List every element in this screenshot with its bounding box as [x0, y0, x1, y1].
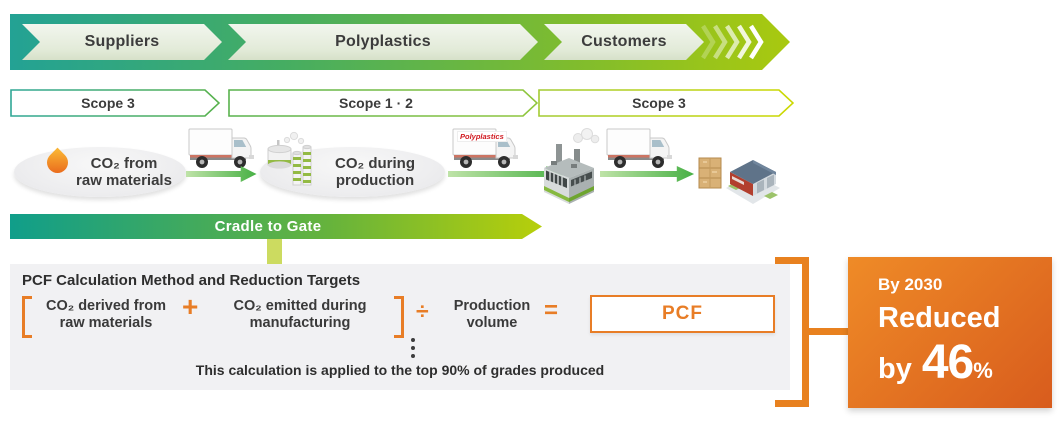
- emission-label-raw-materials: CO₂ from raw materials: [68, 155, 180, 190]
- formula-divide-operator: ÷: [416, 298, 429, 324]
- flow-arrow-icon: [600, 166, 695, 182]
- target-prefix: by: [878, 353, 912, 386]
- scope-arrow-label: Scope 3: [632, 95, 686, 111]
- formula-term-line: raw materials: [59, 315, 153, 332]
- scope-arrow-customers: Scope 3: [538, 89, 795, 117]
- reduction-target-card: By 2030 Reduced by 46 %: [848, 257, 1052, 408]
- formula-ellipsis: [411, 338, 415, 358]
- target-timeframe: By 2030: [878, 275, 943, 294]
- top-flow-banner: Suppliers Polyplastics Customers: [10, 14, 790, 70]
- pcf-result-box: PCF: [590, 295, 775, 333]
- target-bracket-bottom: [775, 400, 809, 407]
- formula-equals-operator: =: [544, 297, 559, 324]
- production-plant-icon: [267, 131, 312, 186]
- warehouse-icon: [726, 160, 780, 204]
- stage-arrow-polyplastics: Polyplastics: [228, 24, 538, 60]
- formula-term-line: Production: [453, 298, 531, 314]
- emission-line: CO₂ during: [335, 155, 415, 172]
- formula-term-line: CO₂ derived from: [45, 298, 167, 314]
- cradle-to-gate-banner: Cradle to Gate: [10, 214, 542, 239]
- flow-arrow-icon: [448, 166, 566, 182]
- formula-term-raw-materials: CO₂ derived from raw materials: [32, 298, 180, 333]
- stage-arrow-customers: Customers: [544, 24, 704, 60]
- formula-term-production-volume: Production volume: [440, 298, 544, 333]
- emission-label-production: CO₂ during production: [316, 155, 434, 190]
- outbound-truck-icon: [606, 126, 674, 170]
- target-bracket-vertical: [802, 257, 809, 407]
- formula-bracket-close: [394, 296, 404, 338]
- formula-term-line: CO₂ emitted during: [233, 298, 367, 314]
- scope-arrow-polyplastics: Scope 1 · 2: [228, 89, 539, 117]
- pcf-panel-title: PCF Calculation Method and Reduction Tar…: [22, 272, 361, 289]
- cradle-connector: [267, 239, 282, 265]
- formula-term-line: volume: [466, 315, 518, 332]
- scope-arrow-label: Scope 3: [81, 95, 135, 111]
- formula-term-manufacturing: CO₂ emitted during manufacturing: [208, 298, 392, 333]
- emission-line: raw materials: [76, 172, 172, 190]
- target-value-line: by 46 %: [878, 335, 1052, 390]
- target-bracket-top: [775, 257, 809, 264]
- emission-line: production: [335, 172, 415, 190]
- stage-arrow-suppliers: Suppliers: [22, 24, 222, 60]
- pallet-icon: [698, 157, 722, 189]
- target-action: Reduced: [878, 302, 1001, 334]
- factory-icon: [544, 128, 600, 204]
- formula-term-line: manufacturing: [249, 315, 351, 332]
- scope-arrow-suppliers: Scope 3: [10, 89, 221, 117]
- target-value: 46: [921, 336, 974, 390]
- forward-chevrons-icon: [701, 24, 764, 60]
- emission-ellipse-raw-materials: [14, 147, 186, 197]
- truck-logo-label: Polyplastics: [457, 131, 507, 142]
- inbound-truck-icon: [188, 126, 256, 170]
- formula-plus-operator: +: [182, 291, 199, 322]
- target-unit: %: [973, 358, 993, 384]
- pcf-panel: PCF Calculation Method and Reduction Tar…: [10, 264, 790, 390]
- flow-arrow-icon: [186, 166, 257, 182]
- target-connector: [809, 328, 848, 335]
- emission-line: CO₂ from: [90, 155, 158, 172]
- formula-note: This calculation is applied to the top 9…: [195, 362, 605, 378]
- scope-arrow-label: Scope 1 · 2: [339, 95, 413, 111]
- formula-bracket-open: [22, 296, 32, 338]
